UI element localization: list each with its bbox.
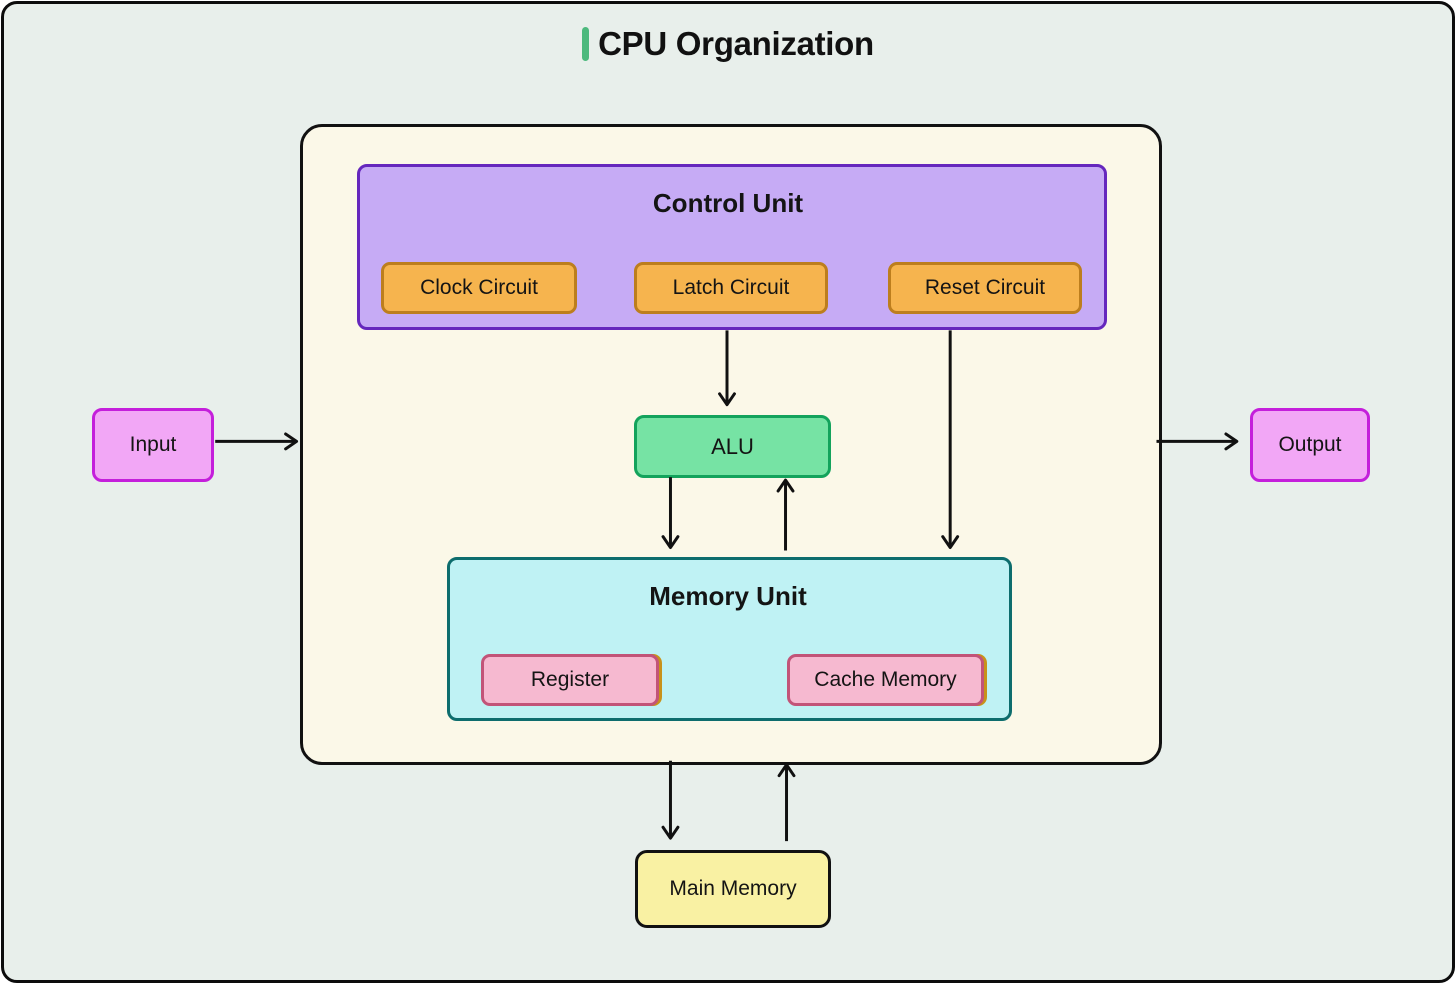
output-box: Output (1250, 408, 1370, 482)
main-memory-label: Main Memory (669, 876, 797, 900)
cache-memory-label: Cache Memory (814, 667, 957, 691)
latch-circuit-label: Latch Circuit (672, 275, 790, 299)
control-unit-label: Control Unit (652, 188, 804, 218)
clock-circuit-box: Clock Circuit (381, 262, 577, 314)
title-accent-bar (582, 27, 590, 61)
clock-circuit-label: Clock Circuit (420, 275, 538, 299)
cache-memory-box: Cache Memory (787, 654, 984, 706)
input-label: Input (129, 432, 177, 456)
alu-label: ALU (711, 433, 754, 459)
page-title-row: CPU Organization (4, 25, 1452, 63)
register-box: Register (481, 654, 659, 706)
input-box: Input (92, 408, 214, 482)
reset-circuit-label: Reset Circuit (924, 275, 1046, 299)
register-label: Register (530, 667, 610, 691)
page-title: CPU Organization (598, 25, 874, 62)
output-label: Output (1278, 432, 1342, 456)
latch-circuit-box: Latch Circuit (634, 262, 828, 314)
alu-box: ALU (634, 415, 831, 478)
memory-unit-label: Memory Unit (649, 581, 807, 611)
main-memory-box: Main Memory (635, 850, 831, 928)
reset-circuit-box: Reset Circuit (888, 262, 1082, 314)
